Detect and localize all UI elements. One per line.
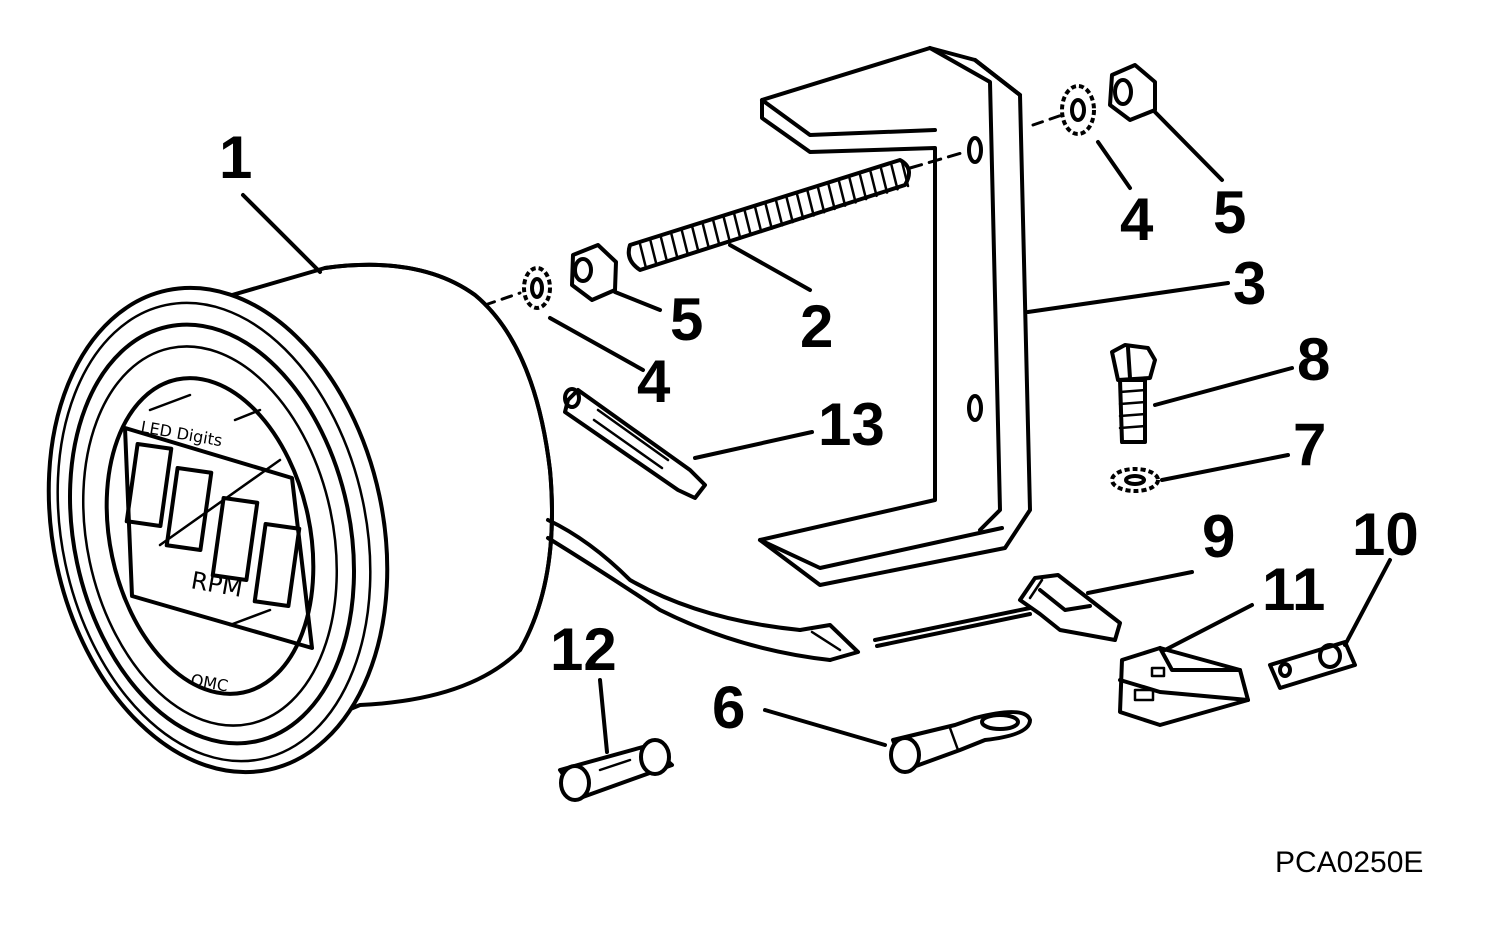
screw	[1110, 343, 1157, 444]
rod-thread	[712, 219, 721, 247]
rod-thread	[659, 236, 669, 263]
fuse	[558, 738, 674, 802]
hex-nut-right	[1108, 63, 1157, 122]
threaded-rod	[626, 150, 967, 272]
rod-thread	[701, 223, 711, 250]
callout-1: 1	[219, 124, 252, 191]
rod-thread	[858, 173, 868, 201]
callout-3: 3	[1233, 250, 1266, 317]
callout-labels: 1 2 3 4 4 5 5 6 7 8 9 10 11 12 13	[219, 124, 1419, 741]
rod-thread	[638, 242, 648, 270]
tab-terminal	[1268, 640, 1357, 690]
rod-thread	[900, 160, 910, 188]
figure-code: PCA0250E	[1275, 846, 1423, 879]
lock-washer-left	[483, 266, 552, 310]
rod-thread	[680, 229, 690, 257]
rod-thread	[827, 183, 836, 211]
callout-9: 9	[1202, 503, 1235, 570]
callout-10: 10	[1352, 501, 1419, 568]
hex-nut-left	[570, 243, 618, 302]
callout-5-left: 5	[670, 286, 703, 353]
leader-lines	[241, 110, 1392, 754]
rod-thread	[806, 190, 815, 217]
lock-washer-right	[1031, 84, 1096, 136]
rod-thread	[848, 177, 857, 204]
ring-terminal	[889, 710, 1032, 774]
callout-11: 11	[1262, 556, 1325, 623]
tachometer-gauge: LED Digits RPM OMC	[46, 262, 554, 775]
rod-thread	[691, 226, 700, 253]
rod-thread	[869, 170, 878, 198]
rod-thread	[837, 180, 847, 207]
rod-thread	[774, 200, 784, 227]
light-bulb	[563, 387, 707, 500]
callout-5-right: 5	[1213, 179, 1246, 246]
rod-thread	[722, 216, 732, 244]
rod-thread	[890, 164, 899, 191]
rod-thread	[795, 193, 805, 221]
callout-6: 6	[712, 674, 745, 741]
rod-thread	[785, 196, 794, 224]
callout-7: 7	[1293, 411, 1326, 478]
rod-thread	[670, 232, 679, 260]
callout-12: 12	[550, 616, 617, 683]
rod-thread	[649, 239, 658, 266]
rod-thread	[764, 203, 774, 230]
wire-harness	[546, 518, 1122, 662]
rod-thread	[754, 206, 763, 234]
rod-thread	[816, 186, 826, 214]
mounting-bracket	[758, 46, 1032, 587]
star-washer	[1110, 467, 1160, 493]
connector-clip	[1118, 646, 1250, 727]
rod-thread	[733, 213, 742, 240]
callout-4-right: 4	[1120, 186, 1154, 253]
rod-thread	[743, 209, 753, 237]
callout-13: 13	[818, 391, 885, 458]
callout-2: 2	[800, 293, 833, 360]
callout-4-left: 4	[637, 348, 671, 415]
rod-thread	[879, 167, 889, 194]
callout-8: 8	[1297, 326, 1330, 393]
